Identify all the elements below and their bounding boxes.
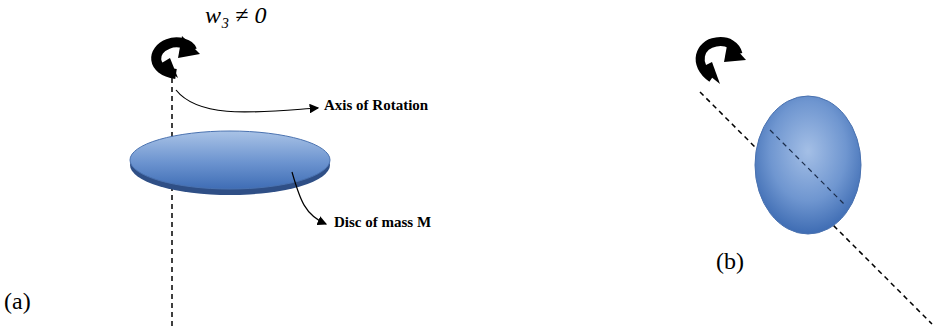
disc — [755, 96, 861, 234]
rotation-axis — [770, 130, 845, 205]
panel-label: (b) — [716, 248, 744, 275]
panel-label: (a) — [4, 288, 31, 315]
rotation-arrow — [700, 40, 746, 84]
rotation-arrow — [156, 36, 200, 78]
leader-line — [292, 172, 326, 224]
disc — [130, 131, 330, 189]
rotation-axis — [171, 78, 173, 328]
disc-label: Disc of mass M — [334, 214, 431, 231]
leader-line — [176, 90, 318, 112]
axis-label: Axis of Rotation — [324, 97, 428, 114]
rotation-axis — [700, 92, 932, 324]
angular-velocity-label: w₃ ≠ 0 — [205, 2, 267, 29]
